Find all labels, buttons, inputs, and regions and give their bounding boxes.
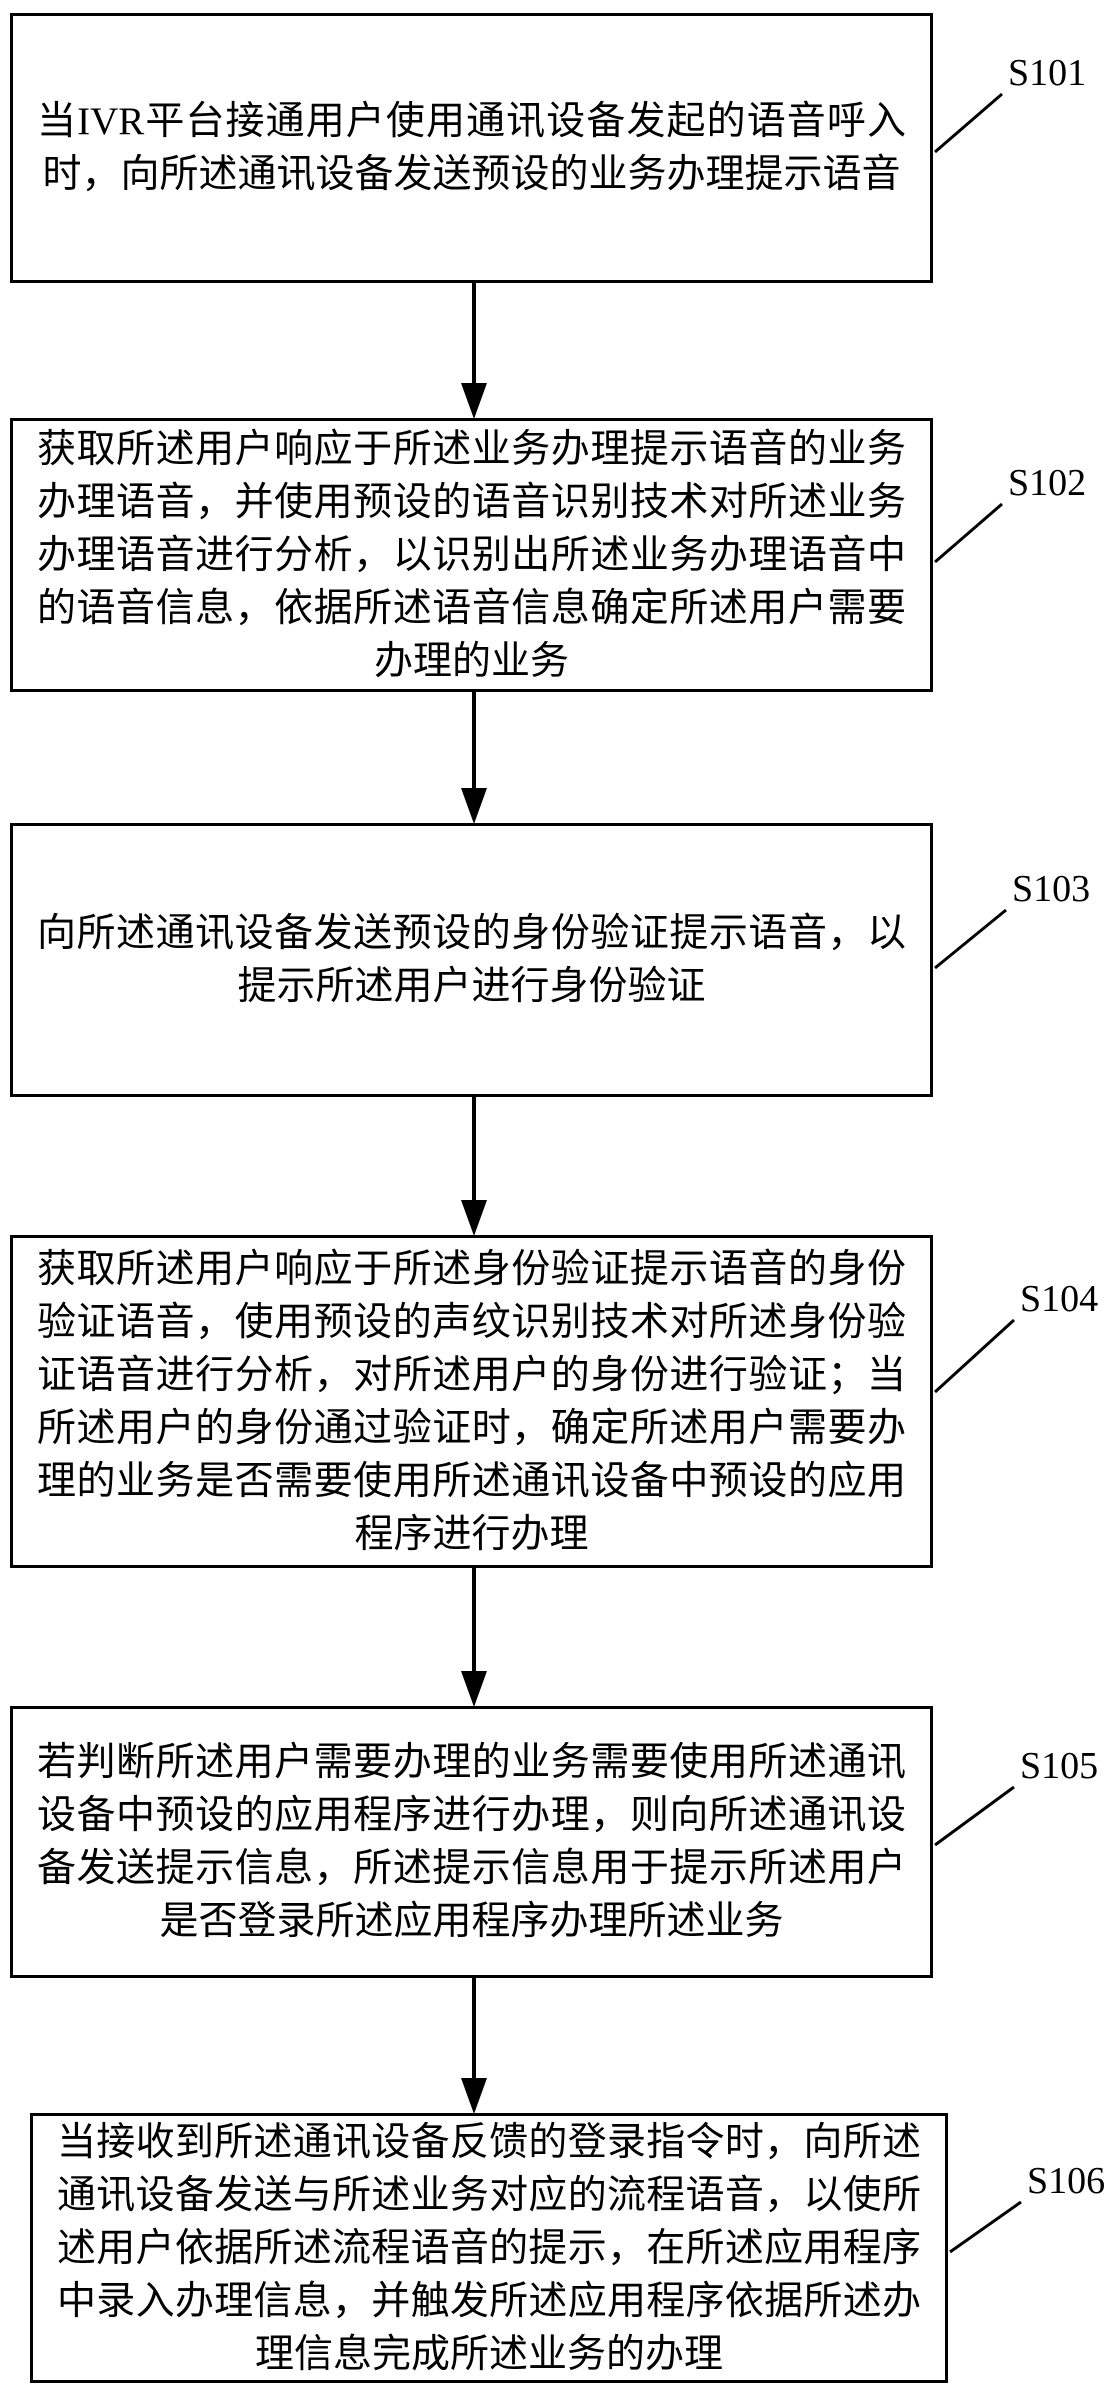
flow-arrow-1 (461, 283, 487, 419)
step-s105-text: 若判断所述用户需要办理的业务需要使用所述通讯设备中预设的应用程序进行办理，则向所… (37, 1741, 906, 1943)
flow-arrow-3 (461, 1097, 487, 1236)
step-s101-text: 当IVR平台接通用户使用通讯设备发起的语音呼入时，向所述通讯设备发送预设的业务办… (37, 100, 906, 196)
step-box-s102: 获取所述用户响应于所述业务办理提示语音的业务办理语音，并使用预设的语音识别技术对… (10, 418, 933, 692)
leader-line-s101 (934, 92, 1003, 154)
leader-line-s106 (949, 2200, 1022, 2254)
flow-arrow-2-head (461, 788, 487, 824)
flow-arrow-4-head (461, 1671, 487, 1707)
step-label-s101: S101 (1008, 52, 1087, 94)
step-label-s103: S103 (1012, 868, 1091, 910)
step-s106-text: 当接收到所述通讯设备反馈的登录指令时，向所述通讯设备发送与所述业务对应的流程语音… (57, 2120, 921, 2376)
step-s104-text: 获取所述用户响应于所述身份验证提示语音的身份验证语音，使用预设的声纹识别技术对所… (37, 1247, 906, 1556)
leader-line-s105 (934, 1785, 1015, 1847)
flow-arrow-2 (461, 692, 487, 824)
leader-line-s102 (934, 502, 1003, 564)
step-label-s102: S102 (1008, 462, 1087, 504)
leader-line-s104 (933, 1318, 1016, 1394)
step-label-s105: S105 (1020, 1745, 1099, 1787)
flow-arrow-1-head (461, 383, 487, 419)
step-box-s104: 获取所述用户响应于所述身份验证提示语音的身份验证语音，使用预设的声纹识别技术对所… (10, 1235, 933, 1568)
flow-arrow-5 (461, 1978, 487, 2114)
flow-arrow-5-head (461, 2078, 487, 2114)
step-label-s106: S106 (1027, 2160, 1106, 2202)
step-box-s105: 若判断所述用户需要办理的业务需要使用所述通讯设备中预设的应用程序进行办理，则向所… (10, 1706, 933, 1978)
step-label-s104: S104 (1020, 1278, 1099, 1320)
flow-arrow-3-head (461, 1200, 487, 1236)
step-box-s101: 当IVR平台接通用户使用通讯设备发起的语音呼入时，向所述通讯设备发送预设的业务办… (10, 13, 933, 283)
flow-arrow-4 (461, 1568, 487, 1707)
leader-line-s103 (934, 908, 1007, 970)
step-box-s106: 当接收到所述通讯设备反馈的登录指令时，向所述通讯设备发送与所述业务对应的流程语音… (30, 2113, 948, 2383)
step-box-s103: 向所述通讯设备发送预设的身份验证提示语音，以提示所述用户进行身份验证 (10, 823, 933, 1097)
step-s103-text: 向所述通讯设备发送预设的身份验证提示语音，以提示所述用户进行身份验证 (37, 912, 906, 1008)
step-s102-text: 获取所述用户响应于所述业务办理提示语音的业务办理语音，并使用预设的语音识别技术对… (37, 427, 906, 683)
